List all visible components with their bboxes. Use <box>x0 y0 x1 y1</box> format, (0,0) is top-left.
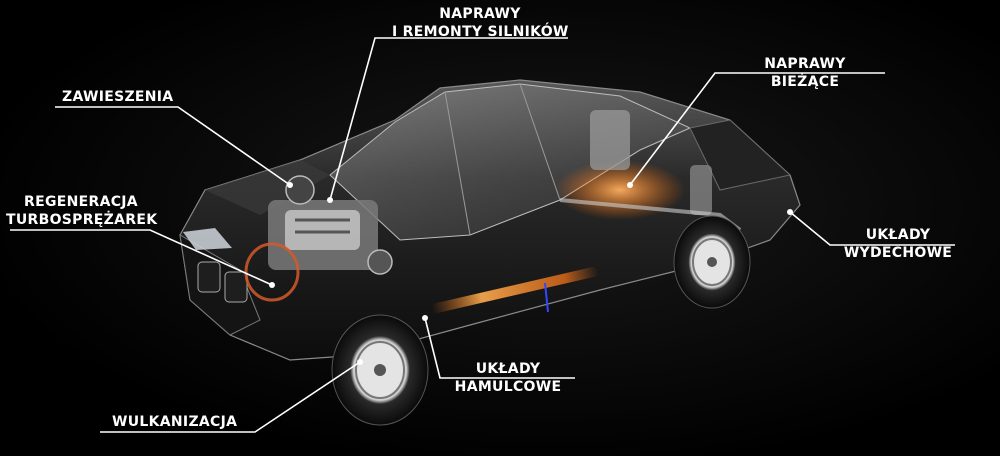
callout-line-2: BIEŻĄCE <box>770 74 840 90</box>
callout-line-1: REGENERACJA <box>24 194 138 210</box>
leader-naprawy-silnikow <box>329 37 568 201</box>
engine <box>244 175 393 302</box>
callout-line-1: UKŁADY <box>475 361 541 377</box>
leader-lines <box>10 37 955 433</box>
leader-regeneracja <box>10 229 273 286</box>
callout-naprawy-silnikow: NAPRAWY I REMONTY SILNIKÓW <box>392 5 568 41</box>
callout-line-2: I REMONTY SILNIKÓW <box>392 24 569 40</box>
callout-line-1: WULKANIZACJA <box>112 414 238 430</box>
callout-wulkanizacja: WULKANIZACJA <box>112 413 237 431</box>
callout-line-2: TURBOSPRĘŻAREK <box>6 212 158 228</box>
callout-naprawy-biezace: NAPRAWY BIEŻĄCE <box>745 55 865 91</box>
callout-regeneracja: REGENERACJA TURBOSPRĘŻAREK <box>6 193 158 229</box>
callout-uklady-wydechowe: UKŁADY WYDECHOWE <box>838 226 958 262</box>
leader-uklady-hamulcowe <box>424 317 575 379</box>
leader-uklady-wydechowe <box>789 211 955 246</box>
leader-dots <box>269 182 793 365</box>
callout-line-2: HAMULCOWE <box>454 379 562 395</box>
rear-components <box>555 110 742 232</box>
leader-naprawy-biezace <box>629 72 885 186</box>
callout-line-1: NAPRAWY <box>439 6 521 22</box>
rear-wheel <box>673 215 751 309</box>
callout-line-2: WYDECHOWE <box>843 245 953 261</box>
leader-zawieszenia <box>55 106 291 186</box>
callout-zawieszenia: ZAWIESZENIA <box>62 88 173 106</box>
callout-line-1: UKŁADY <box>865 227 931 243</box>
callout-line-1: NAPRAWY <box>764 56 846 72</box>
front-wheel <box>331 314 429 426</box>
leader-wulkanizacja <box>100 361 361 433</box>
callout-line-1: ZAWIESZENIA <box>62 89 174 105</box>
callout-uklady-hamulcowe: UKŁADY HAMULCOWE <box>448 360 568 396</box>
